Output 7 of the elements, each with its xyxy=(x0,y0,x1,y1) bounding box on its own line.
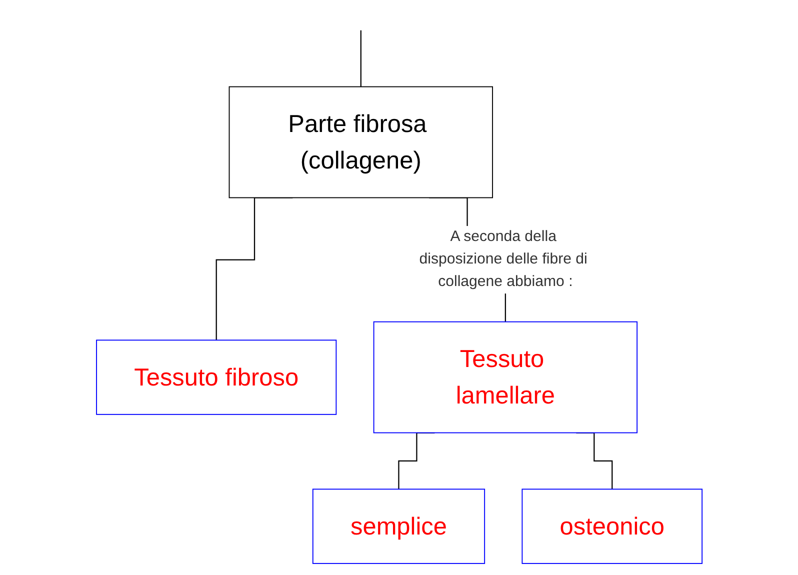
node-box: Tessuto lamellare xyxy=(373,321,638,434)
node-box: Parte fibrosa (collagene) xyxy=(228,86,493,198)
node-box: osteonico xyxy=(521,488,702,564)
node-box: semplice xyxy=(312,488,485,564)
connector xyxy=(360,30,362,88)
node-box: Tessuto fibroso xyxy=(96,340,336,415)
edge-label: A seconda della disposizione delle fibre di collagene abbiamo : xyxy=(418,228,588,290)
